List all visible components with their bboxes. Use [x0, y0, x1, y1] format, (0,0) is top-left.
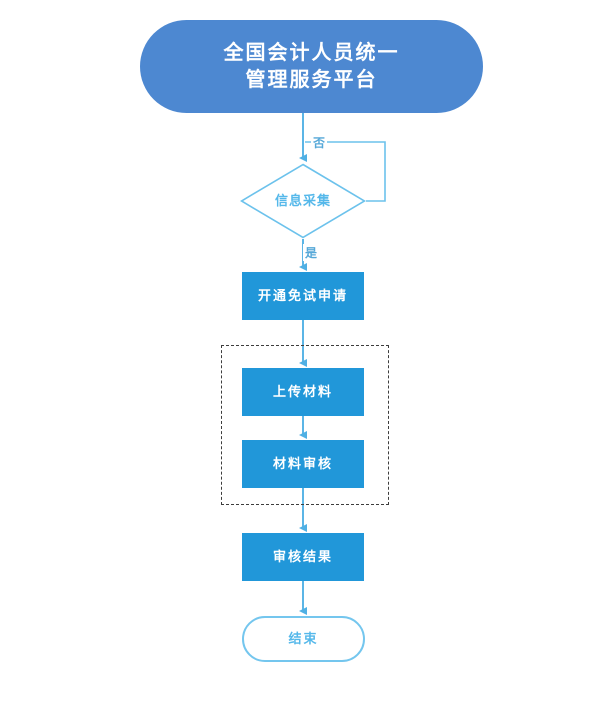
process-node-label: 材料审核 [272, 456, 333, 472]
decision-node-label: 信息采集 [274, 193, 331, 209]
process-node-label: 审核结果 [272, 549, 333, 565]
process-node-label: 上传材料 [272, 384, 333, 400]
process-node-open-exemption-application[interactable]: 开通免试申请 [242, 272, 364, 320]
edge-decision-loop-back [305, 141, 386, 202]
decision-node-info-collect[interactable]: 信息采集 [240, 163, 366, 239]
process-node-review-result[interactable]: 审核结果 [242, 533, 364, 581]
edge-label-yes: 是 [303, 244, 320, 261]
material-group-dashed-box [221, 345, 389, 505]
process-node-upload-materials[interactable]: 上传材料 [242, 368, 364, 416]
process-node-material-review[interactable]: 材料审核 [242, 440, 364, 488]
process-node-label: 开通免试申请 [257, 288, 348, 304]
diamond-icon [240, 163, 366, 239]
platform-title-line-2: 管理服务平台 [245, 68, 378, 91]
platform-title-node: 全国会计人员统一 管理服务平台 [140, 20, 483, 113]
edge-label-no: 否 [311, 134, 328, 151]
end-node[interactable]: 结束 [242, 616, 365, 662]
end-node-label: 结束 [288, 631, 319, 647]
platform-title-line-1: 全国会计人员统一 [223, 41, 400, 64]
platform-title-text: 全国会计人员统一 管理服务平台 [224, 40, 400, 94]
